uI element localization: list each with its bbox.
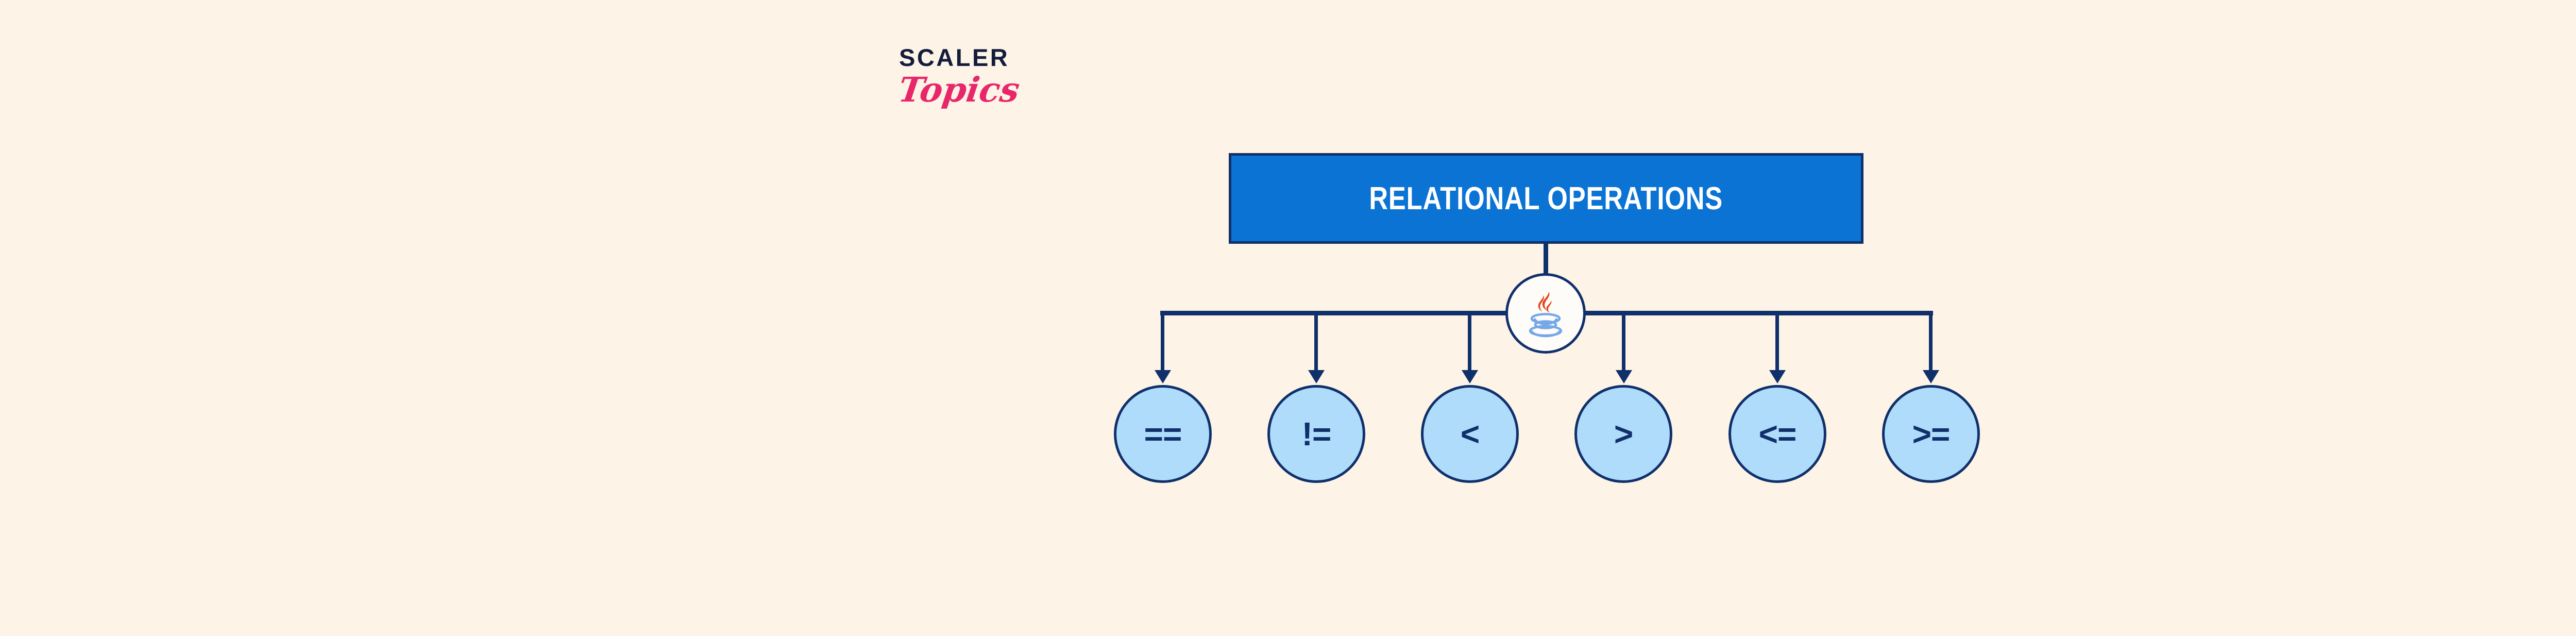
arrowhead-icon-3 xyxy=(1462,370,1478,383)
operator-node-less-than-or-equal-to[interactable]: <= xyxy=(1728,385,1826,483)
operator-node-equal-to[interactable]: == xyxy=(1114,385,1212,483)
connector-drop-6 xyxy=(1929,313,1933,373)
operator-node-less-than[interactable]: < xyxy=(1421,385,1519,483)
connector-drop-1 xyxy=(1161,313,1164,373)
logo-scaler-wordmark: SCALER xyxy=(899,44,1010,71)
scaler-topics-logo: SCALER Topics xyxy=(895,44,1033,133)
operator-label: < xyxy=(1460,415,1480,453)
connector-drop-4 xyxy=(1622,313,1625,373)
operator-label: != xyxy=(1301,415,1332,453)
operator-node-not-equal-to[interactable]: != xyxy=(1267,385,1365,483)
arrowhead-icon-4 xyxy=(1616,370,1632,383)
connector-drop-3 xyxy=(1468,313,1471,373)
java-logo-icon xyxy=(1505,273,1586,354)
java-logo-glyph xyxy=(1529,292,1563,338)
operator-label: <= xyxy=(1758,415,1797,453)
operator-node-greater-than-or-equal-to[interactable]: >= xyxy=(1882,385,1980,483)
arrowhead-icon-2 xyxy=(1308,370,1325,383)
connector-drop-5 xyxy=(1775,313,1779,373)
arrowhead-icon-1 xyxy=(1155,370,1171,383)
operator-node-greater-than[interactable]: > xyxy=(1574,385,1672,483)
connector-banner-to-hub xyxy=(1544,244,1548,275)
banner-title-text: RELATIONAL OPERATIONS xyxy=(1369,180,1723,216)
operator-label: > xyxy=(1614,415,1633,453)
logo-topics-wordmark: Topics xyxy=(895,70,1022,110)
operator-label: >= xyxy=(1912,415,1951,453)
arrowhead-icon-5 xyxy=(1769,370,1786,383)
arrowhead-icon-6 xyxy=(1923,370,1939,383)
connector-drop-2 xyxy=(1314,313,1318,373)
relational-operations-banner: RELATIONAL OPERATIONS xyxy=(1229,153,1863,244)
operator-label: == xyxy=(1144,415,1182,453)
